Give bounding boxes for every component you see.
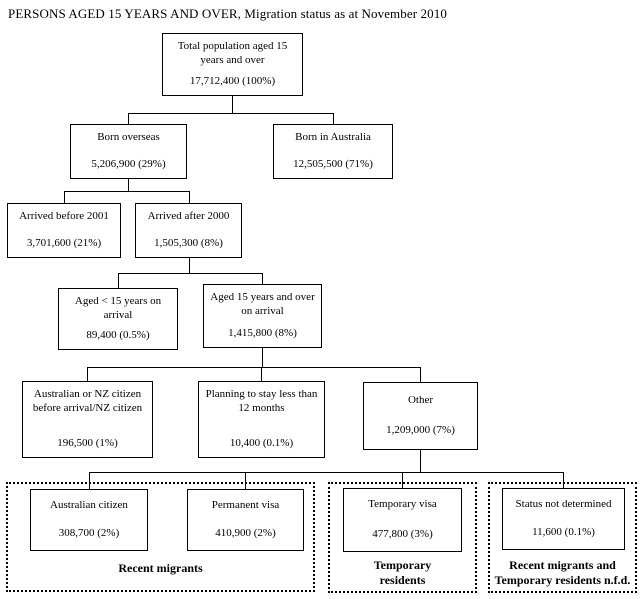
connector-line — [245, 472, 246, 489]
node-total-population: Total population aged 15 years and over … — [162, 33, 303, 96]
node-planning-to-stay-less-than-12-months: Planning to stay less than 12 months 10,… — [198, 381, 325, 458]
node-label: Planning to stay less than 12 months — [205, 388, 318, 414]
node-value: 1,415,800 (8%) — [228, 327, 297, 340]
node-value: 5,206,900 (29%) — [91, 158, 166, 171]
node-value: 410,900 (2%) — [215, 527, 276, 540]
connector-line — [128, 113, 334, 114]
connector-line — [189, 191, 190, 203]
connector-line — [232, 96, 233, 113]
node-permanent-visa: Permanent visa 410,900 (2%) — [187, 489, 304, 551]
connector-line — [87, 367, 88, 381]
node-value: 11,600 (0.1%) — [532, 526, 595, 539]
node-aged-under-15-on-arrival: Aged < 15 years on arrival 89,400 (0.5%) — [58, 288, 178, 350]
node-value: 196,500 (1%) — [57, 437, 118, 450]
node-other: Other 1,209,000 (7%) — [363, 382, 478, 450]
connector-line — [563, 472, 564, 488]
node-arrived-before-2001: Arrived before 2001 3,701,600 (21%) — [7, 203, 121, 258]
node-value: 308,700 (2%) — [58, 527, 120, 540]
node-label: Australian or NZ citizen before arrival/… — [32, 388, 143, 414]
node-label: Total population aged 15 years and over — [177, 40, 288, 66]
connector-line — [420, 367, 421, 382]
node-aged-15-and-over-on-arrival: Aged 15 years and over on arrival 1,415,… — [203, 284, 322, 348]
connector-line — [89, 472, 90, 489]
node-born-in-australia: Born in Australia 12,505,500 (71%) — [273, 124, 393, 179]
node-value: 17,712,400 (100%) — [189, 75, 276, 88]
node-label: Status not determined — [515, 498, 612, 510]
node-australian-citizen: Australian citizen 308,700 (2%) — [30, 489, 148, 551]
connector-line — [118, 273, 263, 274]
connector-line — [262, 273, 263, 284]
node-born-overseas: Born overseas 5,206,900 (29%) — [70, 124, 187, 179]
group-label: Recent migrants and Temporary residents … — [494, 558, 631, 587]
node-status-not-determined: Status not determined 11,600 (0.1%) — [502, 488, 625, 550]
node-label: Arrived before 2001 — [19, 210, 109, 222]
node-value: 477,800 (3%) — [372, 528, 433, 541]
node-value: 1,209,000 (7%) — [386, 424, 455, 437]
connector-line — [402, 472, 403, 488]
connector-line — [261, 367, 262, 381]
connector-line — [189, 258, 190, 273]
node-arrived-after-2000: Arrived after 2000 1,505,300 (8%) — [135, 203, 242, 258]
node-label: Born overseas — [97, 131, 160, 143]
node-value: 12,505,500 (71%) — [293, 158, 373, 171]
node-value: 1,505,300 (8%) — [154, 237, 223, 250]
node-label: Born in Australia — [295, 131, 371, 143]
node-value: 89,400 (0.5%) — [86, 329, 150, 342]
group-recent-migrants: Recent migrants — [6, 482, 315, 592]
connector-line — [87, 367, 421, 368]
group-recent-migrants-and-temporary-residents-nfd: Recent migrants and Temporary residents … — [488, 482, 637, 593]
node-label: Temporary visa — [368, 498, 437, 510]
connector-line — [262, 348, 263, 367]
connector-line — [118, 273, 119, 288]
connector-line — [333, 113, 334, 124]
node-label: Permanent visa — [211, 499, 280, 511]
node-label: Arrived after 2000 — [147, 210, 230, 222]
group-label: Recent migrants — [118, 561, 203, 575]
connector-line — [89, 472, 564, 473]
connector-line — [128, 179, 129, 191]
connector-line — [64, 191, 65, 203]
group-label: Temporary residents — [373, 558, 432, 587]
node-label: Australian citizen — [50, 499, 128, 511]
connector-line — [64, 191, 190, 192]
node-label: Other — [407, 394, 434, 406]
node-temporary-visa: Temporary visa 477,800 (3%) — [343, 488, 462, 552]
node-label: Aged 15 years and over on arrival — [210, 291, 315, 317]
chart-title: PERSONS AGED 15 YEARS AND OVER, Migratio… — [8, 6, 447, 21]
connector-line — [420, 450, 421, 472]
connector-line — [128, 113, 129, 124]
node-value: 3,701,600 (21%) — [26, 237, 102, 250]
node-australian-or-nz-citizen: Australian or NZ citizen before arrival/… — [22, 381, 153, 458]
node-label: Aged < 15 years on arrival — [74, 295, 162, 321]
node-value: 10,400 (0.1%) — [229, 437, 294, 450]
